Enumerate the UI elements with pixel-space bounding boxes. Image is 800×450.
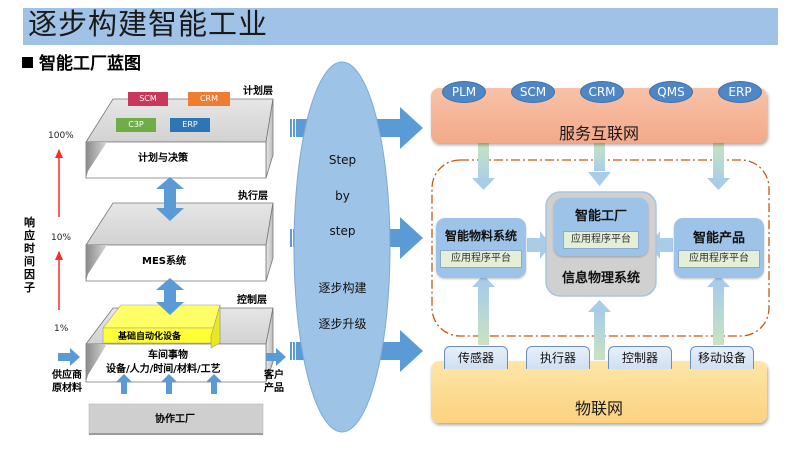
smart-product-title: 智能产品: [692, 231, 745, 246]
supplier-label-line1: 供应商: [52, 370, 82, 381]
execution-layer-label: 执行层: [238, 191, 268, 202]
smart-material-platform: 应用程序平台: [440, 250, 522, 268]
smart-product-node: 智能产品 应用程序平台: [674, 218, 764, 278]
smart-factory-node: 智能工厂 应用程序平台: [554, 198, 648, 256]
smart-factory-platform: 应用程序平台: [563, 231, 639, 249]
planning-layer-box: [85, 98, 274, 179]
cps-label: 信息物理系统: [561, 271, 640, 286]
iot-label: 物联网: [574, 399, 623, 418]
partner-factory-box: [88, 403, 264, 435]
system-tag-crm: CRM: [188, 92, 230, 106]
supplier-input-arrow: [58, 348, 80, 366]
pipe-iot-to-factory: [588, 300, 611, 360]
execution-layer-box: [85, 202, 274, 282]
execution-box-label: MES系统: [142, 256, 186, 267]
supplier-label-line2: 原材料: [52, 383, 82, 394]
title-bar: [23, 8, 778, 45]
response-arrow-lower-head: [55, 251, 63, 260]
partner-up-arrow-1: [116, 374, 132, 394]
page-title: 逐步构建智能工业: [28, 7, 269, 41]
double-arrow-planning-execution: [156, 177, 184, 221]
device-tab-mobile: 移动设备: [690, 346, 754, 369]
section-heading-text: 智能工厂蓝图: [39, 54, 141, 74]
step-line-3: step: [329, 224, 356, 238]
service-system-plm: PLM: [442, 81, 486, 103]
automation-equipment-label: 基础自动化设备: [118, 332, 182, 342]
device-tab-actuator: 执行器: [526, 346, 590, 369]
pipe-iot-to-material: [472, 275, 495, 345]
system-tag-scm: SCM: [128, 92, 168, 106]
pipe-service-to-material: [472, 143, 495, 190]
response-time-axis-label: 响应时间因子: [24, 216, 35, 294]
pipe-service-to-factory: [588, 143, 611, 186]
service-system-crm: CRM: [580, 81, 624, 103]
step-line-4: 逐步构建: [318, 281, 367, 295]
smart-product-platform: 应用程序平台: [678, 250, 760, 268]
system-tag-c3p: C3P: [116, 118, 156, 132]
response-arrow-upper-head: [55, 149, 63, 158]
step-by-step-ellipse: [293, 61, 391, 433]
service-internet-label: 服务互联网: [558, 124, 639, 143]
automation-equipment-block: [102, 304, 221, 349]
response-pct-1: 1%: [54, 324, 69, 334]
pipe-service-to-product: [707, 143, 730, 190]
service-system-erp: ERP: [718, 81, 762, 103]
iot-box: [431, 361, 767, 423]
control-box-label-line2: 设备/人力/时间/材料/工艺: [106, 364, 221, 375]
arrow-material-to-factory: [527, 231, 551, 259]
smart-material-system-title: 智能物料系统: [444, 229, 517, 243]
response-pct-10: 10%: [51, 233, 72, 243]
device-tab-controller: 控制器: [608, 346, 672, 369]
customer-label-line2: 产品: [264, 383, 284, 394]
response-pct-100: 100%: [48, 131, 74, 141]
step-line-1: Step: [328, 153, 357, 167]
section-heading: 智能工厂蓝图: [22, 52, 141, 76]
customer-label-line1: 客户: [264, 370, 284, 381]
planning-box-label: 计划与决策: [138, 153, 188, 164]
partner-factory-label: 协作工厂: [155, 414, 195, 425]
system-tag-erp: ERP: [170, 118, 210, 132]
planning-layer-label: 计划层: [243, 86, 273, 97]
device-tab-sensor: 传感器: [444, 346, 508, 369]
smart-material-system-node: 智能物料系统 应用程序平台: [436, 218, 526, 278]
pipe-iot-to-product: [707, 275, 730, 345]
step-line-2: by: [335, 189, 350, 203]
control-layer-label: 控制层: [237, 295, 267, 306]
partner-up-arrow-2: [161, 374, 177, 394]
control-box-label-line1: 车间事物: [148, 350, 188, 361]
bullet-square-icon: [22, 57, 33, 68]
partner-up-arrow-3: [206, 374, 222, 394]
customer-output-arrow: [266, 348, 286, 366]
smart-factory-title: 智能工厂: [574, 209, 627, 224]
step-line-5: 逐步升级: [318, 317, 367, 331]
service-system-scm: SCM: [511, 81, 555, 103]
service-system-qms: QMS: [649, 81, 693, 103]
double-arrow-execution-control: [156, 278, 184, 315]
